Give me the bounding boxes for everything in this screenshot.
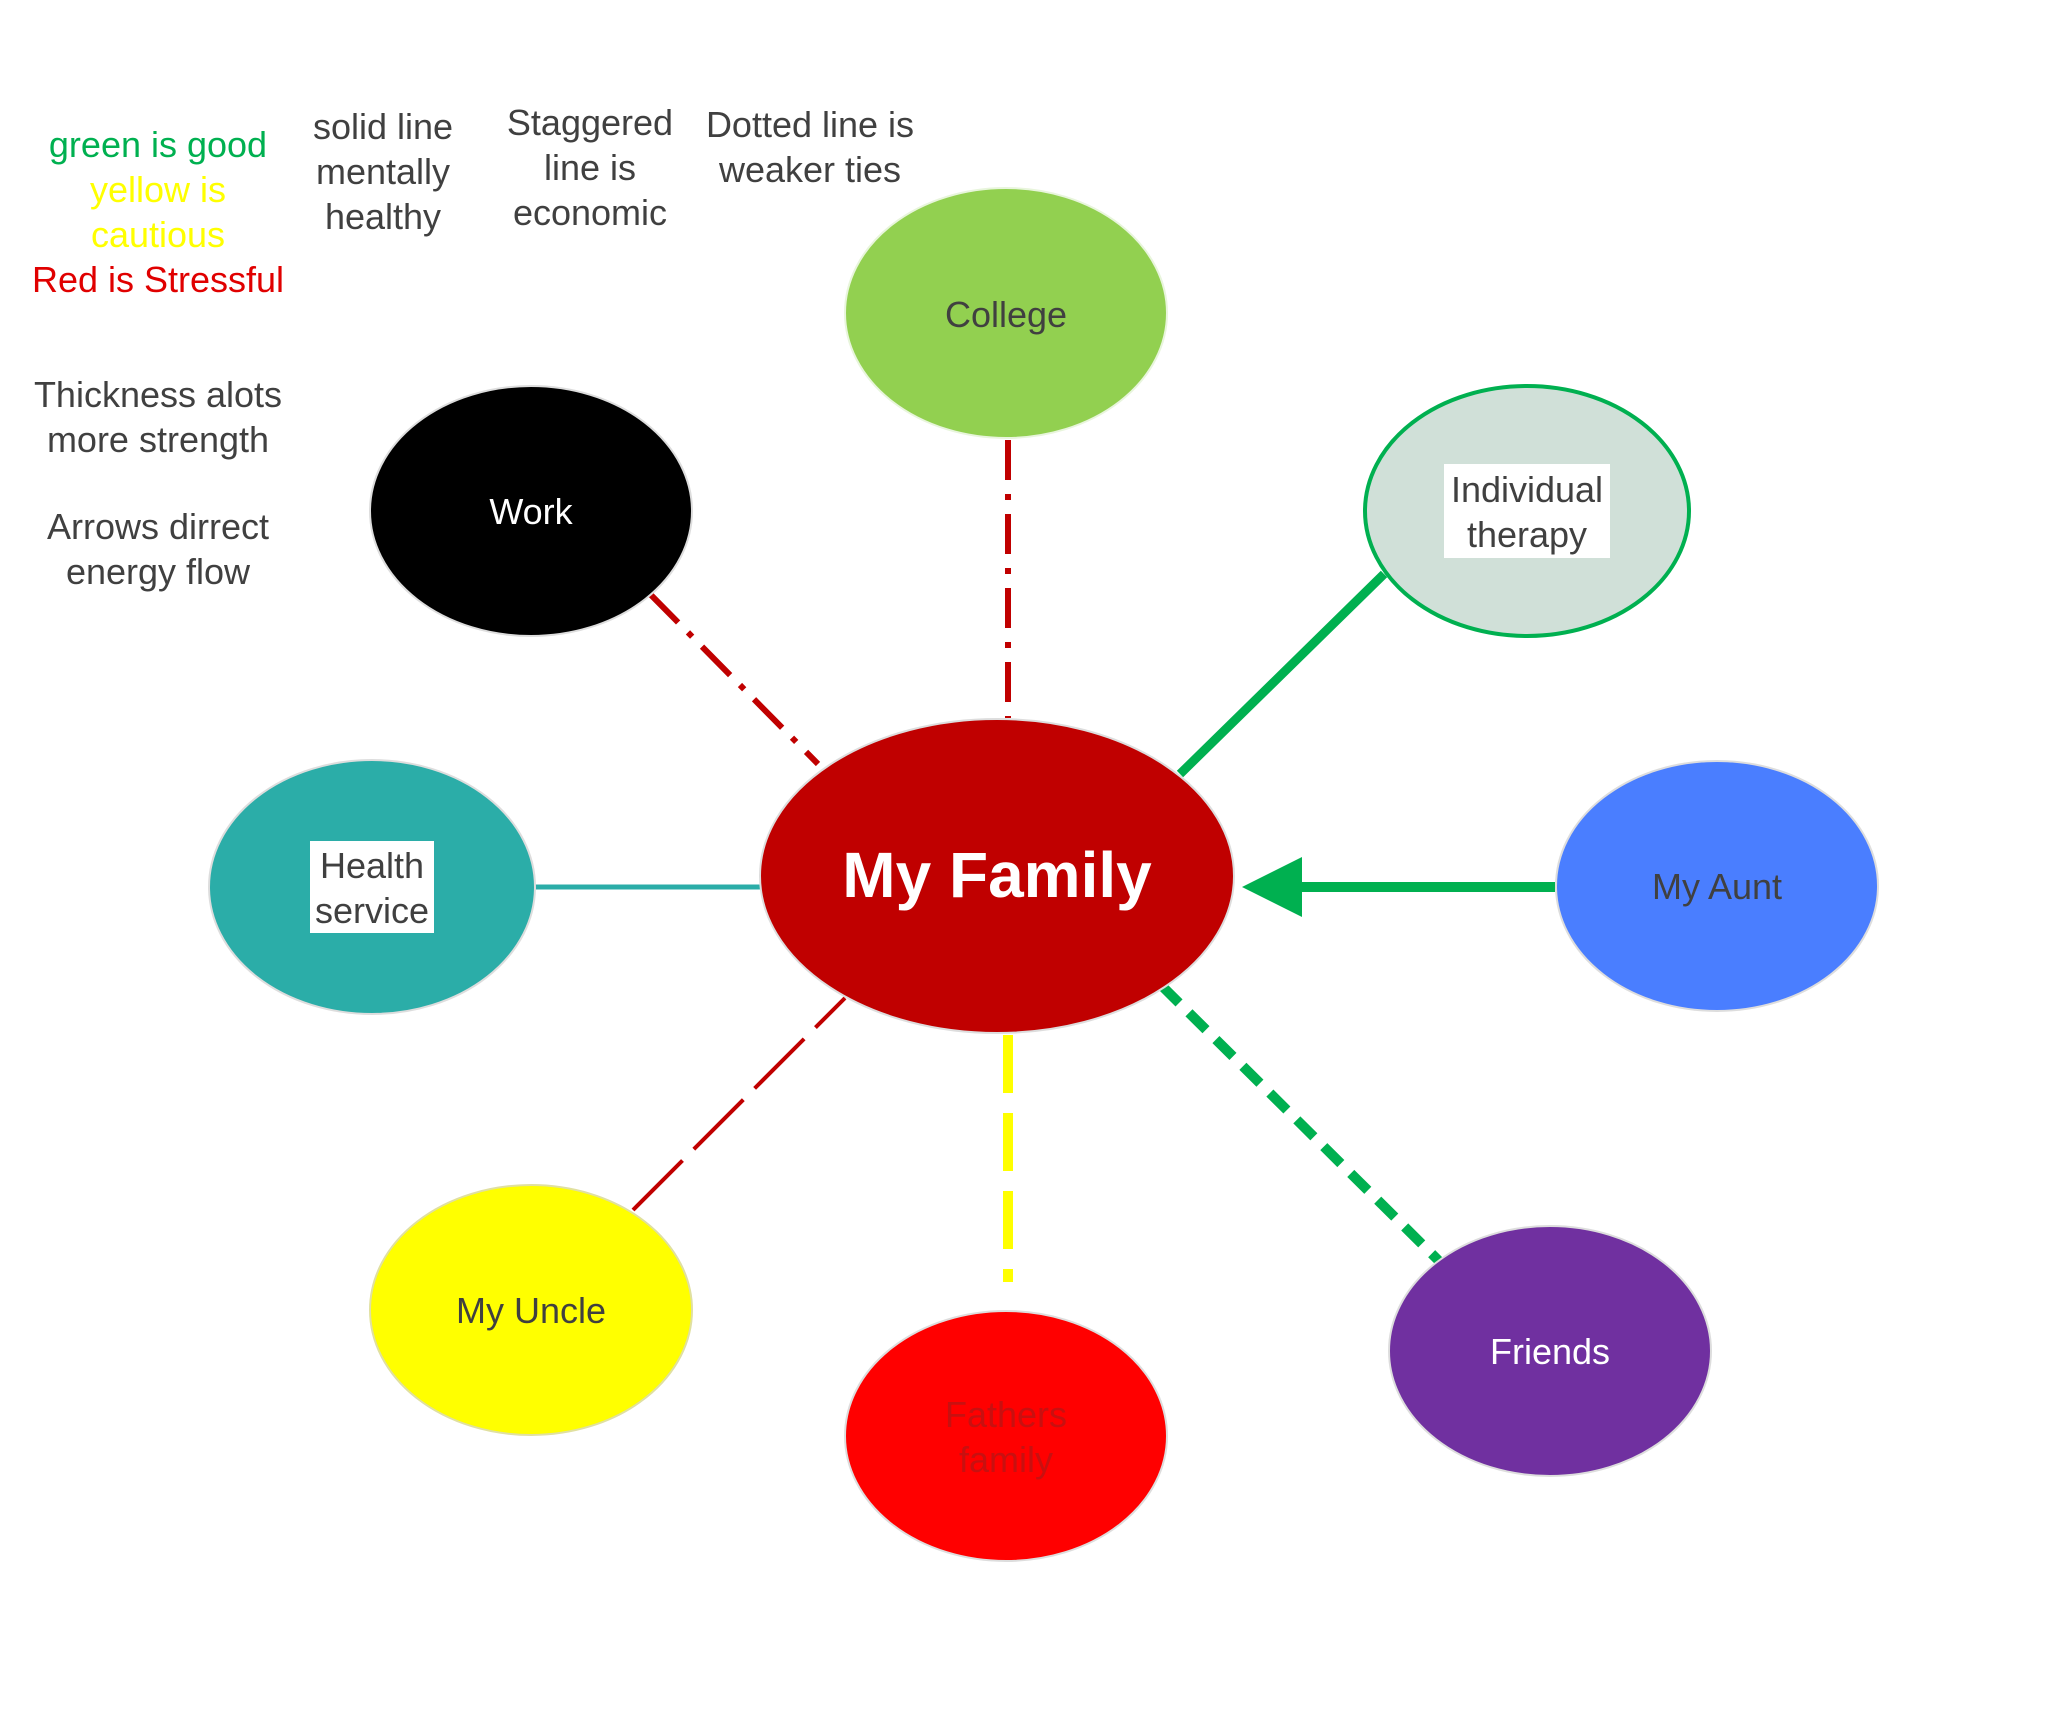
tie-uncle	[631, 996, 847, 1212]
legend-thickness: Thickness alots more strength	[18, 372, 298, 462]
legend-arrows-1: Arrows dirrect	[46, 506, 270, 547]
node-my-uncle[interactable]: My Uncle	[369, 1184, 693, 1436]
node-uncle-label: My Uncle	[456, 1290, 606, 1331]
node-work-label: Work	[489, 491, 573, 532]
node-aunt-ellipse	[1555, 760, 1879, 1012]
node-health-label-line2: service	[315, 890, 429, 931]
node-fathers-ellipse	[844, 1310, 1168, 1562]
node-therapy-label-line1: Individual	[1451, 469, 1603, 510]
legend-dotted-line-2: weaker ties	[718, 149, 902, 190]
legend-yellow-cautious-line2: cautious	[90, 214, 226, 255]
legend-dotted-line-1: Dotted line is	[705, 104, 915, 145]
node-therapy-label-line2: therapy	[1467, 514, 1587, 555]
legend-dotted-line: Dotted line is weaker ties	[690, 102, 930, 192]
legend-solid-line-2: mentally	[315, 151, 451, 192]
legend-arrows: Arrows dirrect energy flow	[18, 504, 298, 594]
node-health-label-line1: Health	[320, 845, 424, 886]
legend-arrows-2: energy flow	[65, 551, 251, 592]
node-work-ellipse	[369, 385, 693, 637]
node-health-service[interactable]: Health service	[208, 759, 536, 1015]
legend-green-good: green is good	[48, 124, 268, 165]
tie-friends	[1158, 982, 1444, 1266]
node-fathers-label-line1: Fathers	[945, 1394, 1067, 1435]
node-my-family[interactable]: My Family	[759, 718, 1235, 1034]
legend-solid-line-1: solid line	[312, 106, 454, 147]
nodes: College Work Individual therapy Health s…	[208, 187, 1879, 1562]
connectors	[535, 440, 1555, 1282]
legend-red-stressful: Red is Stressful	[31, 259, 285, 300]
tie-therapy	[1176, 570, 1388, 778]
legend-colors: green is good yellow is cautious Red is …	[18, 122, 298, 302]
node-friends-label: Friends	[1490, 1331, 1610, 1372]
node-aunt-label: My Aunt	[1652, 866, 1782, 907]
node-friends[interactable]: Friends	[1388, 1225, 1712, 1477]
legend-staggered-line-1: Staggered	[506, 102, 674, 143]
legend-staggered-line-2: line is	[543, 147, 637, 188]
node-my-family-ellipse	[759, 718, 1235, 1034]
legend-yellow-cautious-line1: yellow is	[89, 169, 227, 210]
node-fathers-label-line2: family	[959, 1439, 1053, 1480]
node-individual-therapy[interactable]: Individual therapy	[1363, 384, 1691, 638]
node-college[interactable]: College	[844, 187, 1168, 439]
legend-thickness-2: more strength	[46, 419, 270, 460]
legend-staggered-line: Staggered line is economic	[490, 100, 690, 235]
legend-solid-line-3: healthy	[324, 196, 442, 237]
legend-thickness-1: Thickness alots	[33, 374, 283, 415]
legend-solid-line: solid line mentally healthy	[293, 104, 473, 239]
node-college-ellipse	[844, 187, 1168, 439]
node-work[interactable]: Work	[369, 385, 693, 637]
node-therapy-label-bg	[1444, 464, 1610, 558]
node-friends-ellipse	[1388, 1225, 1712, 1477]
tie-work	[647, 591, 821, 767]
legend-staggered-line-3: economic	[512, 192, 668, 233]
node-college-label: College	[945, 294, 1067, 335]
node-my-family-label: My Family	[842, 839, 1152, 911]
node-my-aunt[interactable]: My Aunt	[1555, 760, 1879, 1012]
node-uncle-ellipse	[369, 1184, 693, 1436]
node-fathers-family[interactable]: Fathers family	[844, 1310, 1168, 1562]
node-health-label-bg	[310, 841, 434, 933]
